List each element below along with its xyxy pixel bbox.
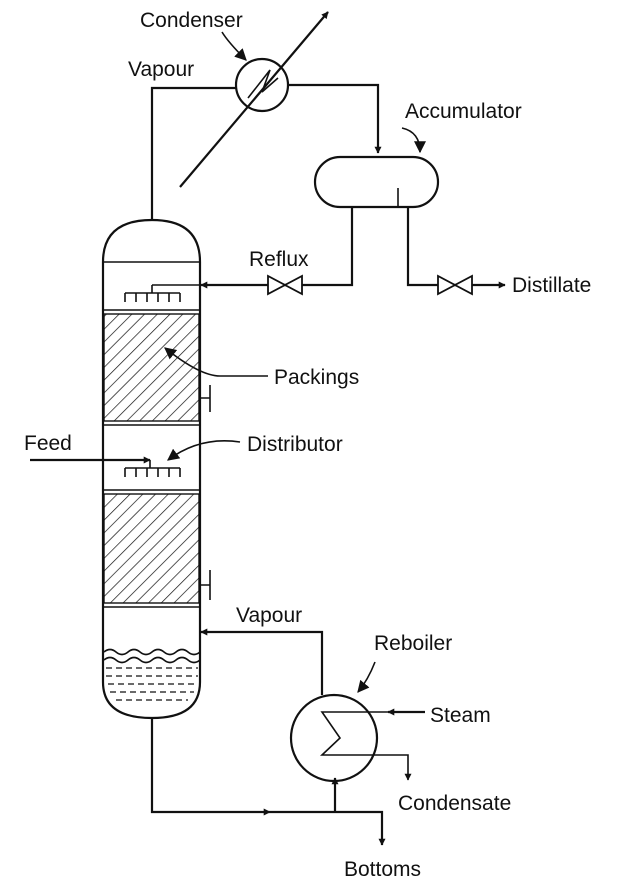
condenser-coil	[247, 69, 279, 99]
vapour-top-label: Vapour	[128, 58, 194, 81]
packings-pointer	[164, 347, 268, 377]
upper-support-bracket	[200, 385, 211, 412]
distillation-column	[101, 218, 202, 720]
condenser-vessel	[234, 57, 290, 113]
feed-label: Feed	[24, 432, 72, 455]
condenser-pointer	[221, 31, 247, 61]
reflux-label: Reflux	[249, 248, 309, 271]
lower-support-bracket	[200, 570, 211, 600]
lower-packing-bed	[103, 493, 200, 604]
accumulator-pointer	[401, 127, 426, 154]
condensate-label: Condensate	[398, 792, 511, 815]
feed-distributor	[124, 460, 181, 477]
coolant-line	[179, 11, 329, 188]
reboiler-label: Reboiler	[374, 632, 452, 655]
reflux-valve	[267, 274, 303, 296]
upper-packing-bed	[103, 313, 200, 422]
distillate-line	[406, 207, 506, 289]
packings-label: Packings	[274, 366, 359, 389]
distillate-label: Distillate	[512, 274, 591, 297]
accumulator-label: Accumulator	[405, 100, 522, 123]
reboiler-return-vapour	[200, 628, 324, 695]
steam-label: Steam	[430, 704, 491, 727]
bottoms-outlet-line	[270, 810, 386, 846]
bottoms-label: Bottoms	[344, 858, 421, 881]
distributor-label: Distributor	[247, 433, 343, 456]
condensate-to-accumulator	[288, 83, 382, 154]
vapour-line-to-condenser	[150, 86, 237, 220]
steam-coil	[319, 711, 412, 781]
vapour-bottom-label: Vapour	[236, 604, 302, 627]
distributor-pointer	[167, 440, 241, 461]
reboiler-pointer	[357, 661, 376, 693]
condenser-label: Condenser	[140, 9, 243, 32]
accumulator-vessel	[313, 155, 440, 209]
bottom-liquid	[103, 648, 201, 701]
reboiler-vessel	[289, 693, 379, 783]
distillate-valve	[437, 274, 473, 296]
reflux-line	[200, 207, 354, 289]
bottoms-line	[150, 718, 271, 816]
top-distributor	[124, 284, 200, 302]
